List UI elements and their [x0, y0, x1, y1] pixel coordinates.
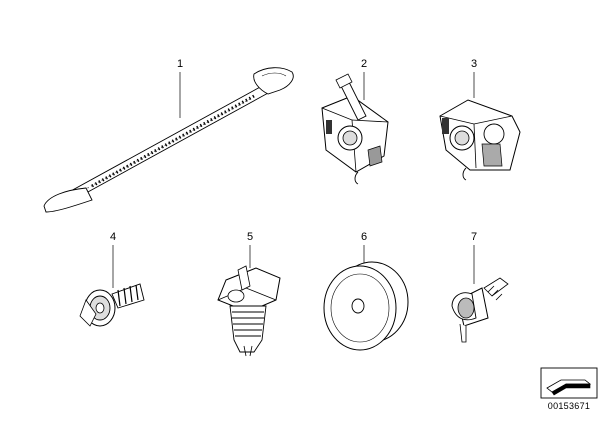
callout-number-3: 3: [471, 58, 477, 70]
callout-number-6: 6: [361, 231, 367, 243]
reference-stamp: [540, 367, 598, 399]
cable-holder-icon: [439, 99, 521, 181]
part-6: 6: [323, 231, 409, 351]
part-3: 3: [439, 58, 521, 181]
part-4: 4: [79, 231, 145, 327]
callout-number-1: 1: [177, 58, 183, 70]
callout-number-5: 5: [247, 231, 253, 243]
callout-number-4: 4: [110, 231, 116, 243]
cable-tie-icon: [43, 67, 294, 213]
part-5: 5: [217, 231, 281, 357]
part-7: 7: [451, 231, 509, 343]
screw-clip-icon: [79, 283, 145, 327]
callout-number-7: 7: [471, 231, 477, 243]
angled-clip-icon: [451, 277, 509, 343]
part-2: 2: [321, 58, 389, 185]
cable-holder-icon: [321, 73, 389, 185]
folded-sheet-icon: [546, 379, 592, 396]
document-number: 00153671: [547, 401, 591, 411]
expanding-rivet-icon: [217, 265, 281, 357]
callout-number-2: 2: [361, 58, 367, 70]
grommet-icon: [323, 261, 409, 351]
part-1: 1: [43, 58, 294, 213]
